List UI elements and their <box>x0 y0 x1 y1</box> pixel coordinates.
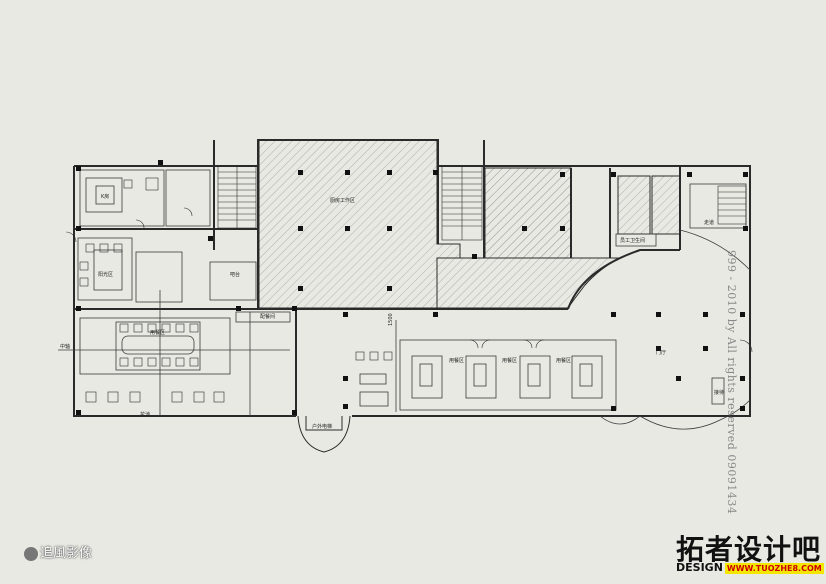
brand-url: WWW.TUOZHE8.COM <box>724 562 824 574</box>
photographer-name: 追風影像 <box>40 546 93 561</box>
label-dining-c: 用餐区 <box>556 357 571 364</box>
columns <box>76 160 748 415</box>
label-staff-room: 员工卫生间 <box>620 237 645 244</box>
brand-design: DESIGN <box>676 561 723 574</box>
chairs <box>79 177 393 403</box>
brand-logo: 拓者设计吧 <box>676 533 822 566</box>
interior-lines <box>58 169 751 430</box>
label-hall: 门厅 <box>656 349 666 356</box>
right-hatch-b <box>651 175 681 235</box>
label-work-area: 厨房工作区 <box>330 197 355 204</box>
outdoor-lift <box>297 415 351 453</box>
label-corridor: 走道 <box>704 219 714 226</box>
label-private-room: K房 <box>101 193 109 200</box>
label-dining-a: 用餐区 <box>449 357 464 364</box>
hall-hatch <box>484 167 572 259</box>
label-side-note: 中轴 <box>60 343 70 350</box>
label-bar: 吧台 <box>230 271 240 278</box>
label-counter: 接待 <box>714 389 724 396</box>
label-dim: 1500 <box>388 313 394 326</box>
right-hatch-a <box>617 175 651 235</box>
label-dining-b: 用餐区 <box>502 357 517 364</box>
stairs <box>217 165 747 241</box>
seal-icon <box>24 546 38 561</box>
label-flower: 花池 <box>140 411 150 418</box>
label-dining-hall: 用餐区 <box>150 329 165 336</box>
curved-hatch <box>436 257 621 309</box>
walls <box>73 139 751 417</box>
copyright-watermark: 999 - 2010 by All rights reserved 090914… <box>725 250 738 515</box>
label-staff-area: 配餐间 <box>260 313 275 320</box>
label-sunroom: 阳光区 <box>98 271 113 278</box>
photographer-watermark: 追風影像 <box>24 542 92 561</box>
label-lift: 户外电梯 <box>312 423 332 430</box>
doors <box>65 207 753 353</box>
